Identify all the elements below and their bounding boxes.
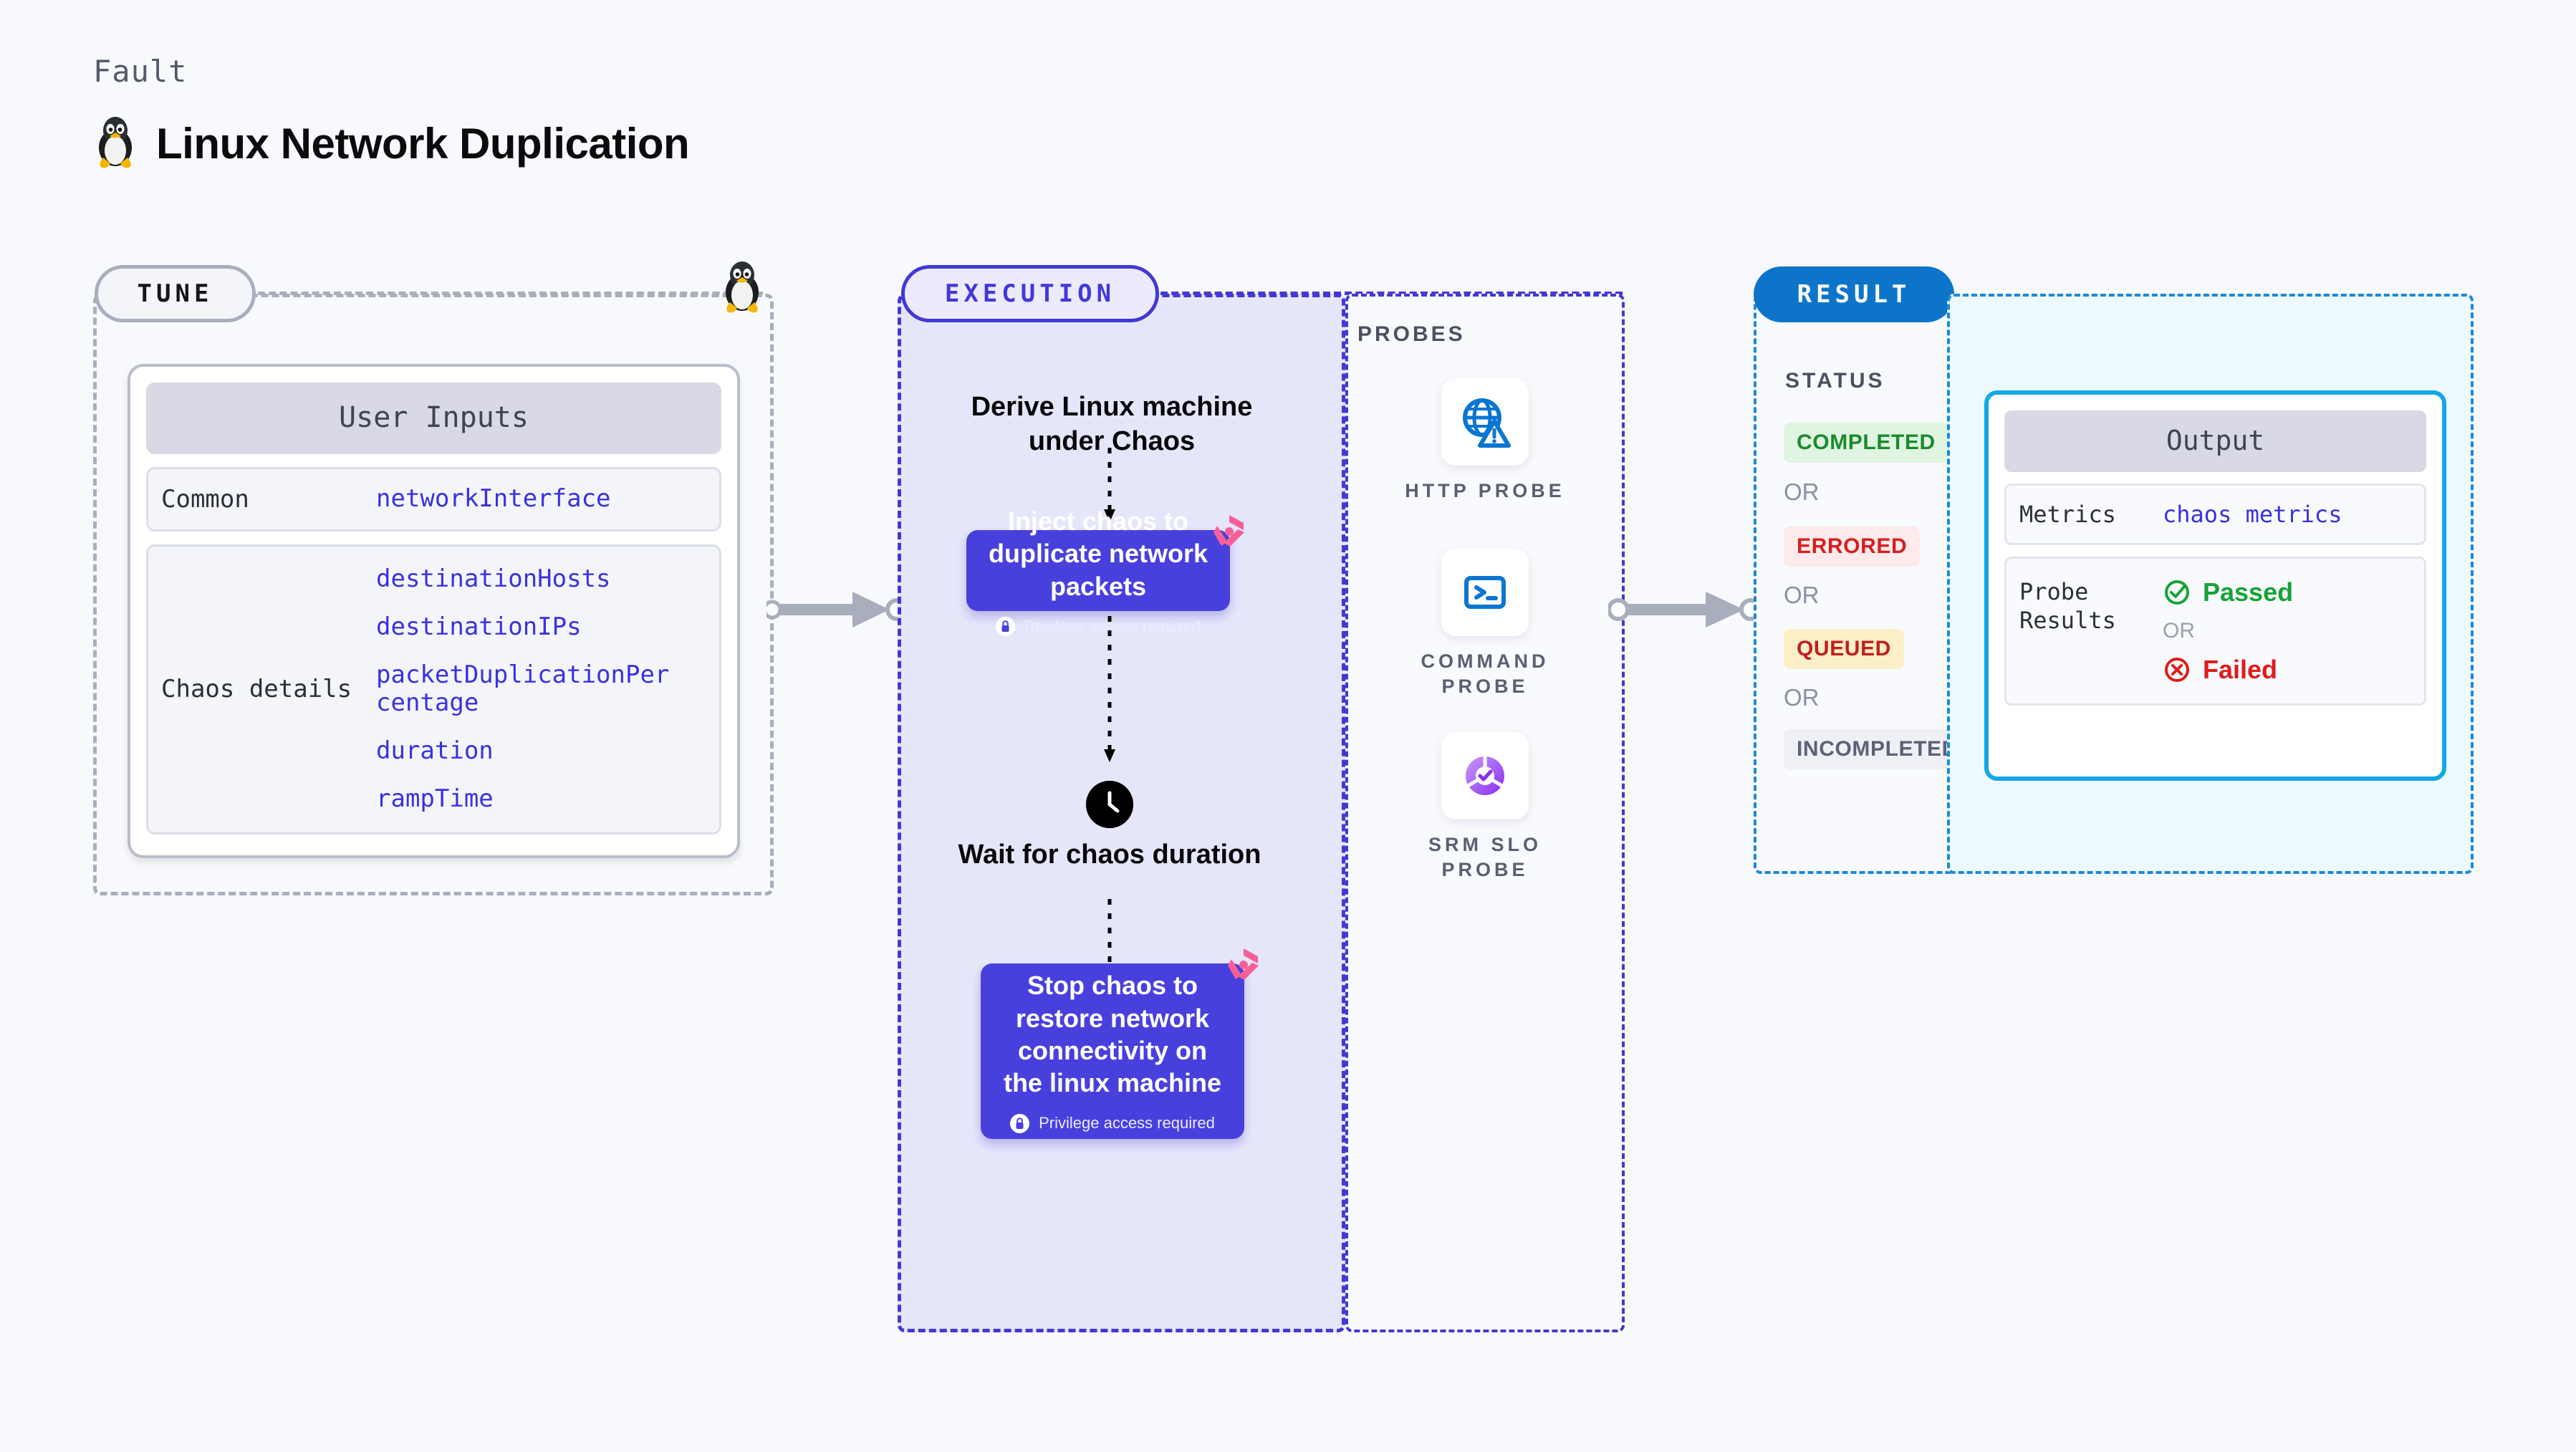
linux-penguin-icon (93, 115, 138, 173)
probe-label: COMMAND PROBE (1421, 650, 1549, 698)
action-title: Stop chaos to restore network connectivi… (1003, 971, 1222, 1098)
input-value[interactable]: rampTime (376, 784, 494, 814)
execution-action-stop[interactable]: Stop chaos to restore network connectivi… (981, 948, 1259, 1139)
tune-top-dashed-line (247, 292, 763, 295)
x-circle-icon (2165, 658, 2189, 682)
page-kicker: Fault (93, 54, 188, 89)
tune-pill-label: TUNE (95, 265, 256, 322)
tune-section (93, 294, 774, 895)
execution-top-dashed-line (1150, 292, 1623, 295)
page-title: Linux Network Duplication (156, 120, 690, 168)
clock-icon (1086, 781, 1133, 828)
lock-icon (1010, 1113, 1030, 1133)
probe-label: HTTP PROBE (1405, 480, 1565, 501)
lock-icon (996, 617, 1016, 637)
status-badge-incompleted: INCOMPLETED (1784, 729, 1971, 769)
input-group-label: Common (161, 485, 249, 514)
probes-section-label: PROBES (1357, 322, 1466, 346)
probe-command[interactable]: COMMAND PROBE (1345, 549, 1625, 699)
privilege-note: Privilege access required (996, 617, 1201, 637)
execution-pill-label: EXECUTION (901, 265, 1159, 322)
status-badge-errored: ERRORED (1784, 527, 1921, 567)
input-group-common: Common networkInterface (146, 467, 721, 532)
dotted-arrow-down (1104, 448, 1115, 522)
privilege-note-text: Privilege access required (1024, 617, 1201, 635)
output-metrics-row: Metrics chaos metrics (2004, 484, 2426, 545)
output-probe-results-label: Probe Results (2019, 578, 2116, 634)
slo-donut-check-icon (1441, 732, 1529, 819)
privilege-note: Privilege access required (1010, 1113, 1215, 1133)
terminal-icon (1441, 549, 1529, 636)
execution-step-wait: Wait for chaos duration (958, 840, 1261, 870)
status-badge-completed: COMPLETED (1784, 423, 1948, 463)
passed-label: Passed (2203, 577, 2294, 607)
connector-probes-to-result (1608, 592, 1762, 628)
status-badge-queued: QUEUED (1784, 629, 1904, 669)
check-circle-icon (2165, 580, 2189, 605)
input-value[interactable]: duration (376, 736, 494, 766)
input-value[interactable]: packetDuplicationPercentage (376, 660, 670, 718)
output-title: Output (2004, 410, 2426, 472)
input-group-values: destinationHosts destinationIPs packetDu… (376, 564, 677, 814)
connector-tune-to-execution (766, 592, 908, 628)
probe-srm-slo[interactable]: SRM SLO PROBE (1345, 732, 1625, 883)
page-title-row: Linux Network Duplication (93, 115, 690, 173)
input-group-values: networkInterface (376, 485, 611, 513)
output-metrics-value[interactable]: chaos metrics (2163, 501, 2342, 528)
failed-label: Failed (2203, 655, 2278, 684)
input-value[interactable]: destinationHosts (376, 564, 611, 593)
action-title: Inject chaos to duplicate network packet… (988, 506, 1208, 601)
status-or-1: OR (1784, 479, 1820, 505)
execution-step-derive: Derive Linux machine under Chaos (971, 392, 1253, 456)
input-value[interactable]: destinationIPs (376, 612, 582, 642)
harness-pinwheel-icon (1211, 513, 1247, 552)
input-value[interactable]: networkInterface (376, 484, 611, 514)
output-metrics-label: Metrics (2019, 501, 2116, 528)
status-or-3: OR (1784, 684, 1820, 711)
status-section-label: STATUS (1785, 369, 1885, 393)
output-probe-results-row: Probe Results Passed OR Faile (2004, 557, 2426, 706)
output-card: Output Metrics chaos metrics Probe Resul… (1984, 390, 2446, 781)
input-group-chaos-details: Chaos details destinationHosts destinati… (146, 544, 721, 835)
user-inputs-title: User Inputs (146, 383, 721, 454)
probe-label: SRM SLO PROBE (1428, 834, 1542, 881)
dotted-arrow-down (1104, 616, 1115, 762)
probe-http[interactable]: HTTP PROBE (1345, 378, 1625, 504)
harness-pinwheel-icon (1226, 946, 1261, 986)
user-inputs-card: User Inputs Common networkInterface Chao… (128, 364, 740, 858)
tune-linux-penguin-icon (720, 259, 764, 317)
probe-result-failed: Failed (2163, 655, 2293, 685)
execution-action-inject[interactable]: Inject chaos to duplicate network packet… (966, 506, 1244, 637)
result-pill-label: RESULT (1754, 266, 1954, 322)
probe-result-or: OR (2163, 619, 2195, 643)
probe-result-values: Passed OR Failed (2163, 577, 2293, 685)
globe-warning-icon (1441, 378, 1529, 466)
privilege-note-text: Privilege access required (1039, 1114, 1215, 1133)
probe-result-passed: Passed (2163, 577, 2293, 607)
status-or-2: OR (1784, 582, 1820, 608)
input-group-label: Chaos details (161, 675, 352, 704)
